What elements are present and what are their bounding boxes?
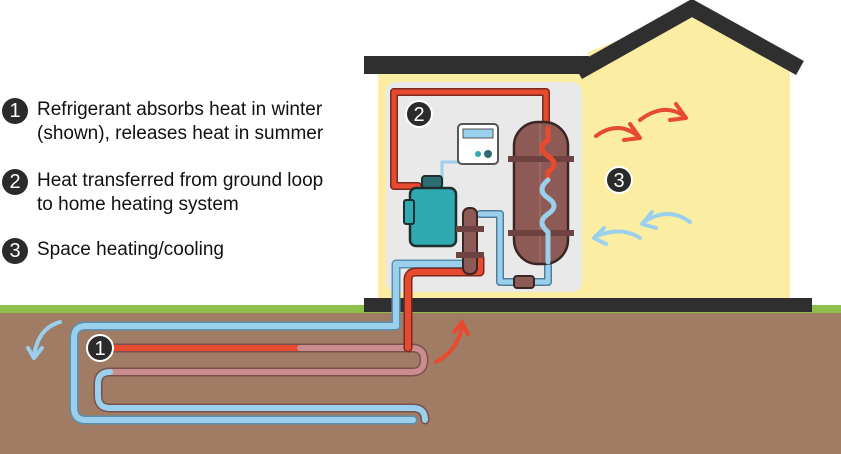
marker-ground-loop: 1 — [86, 334, 114, 362]
marker-home-space-label: 3 — [613, 170, 624, 192]
heat-exchanger — [456, 207, 484, 275]
expansion-valve — [513, 275, 535, 289]
roof-eave — [364, 56, 589, 74]
marker-heat-exchanger-label: 2 — [413, 104, 424, 126]
marker-home-space: 3 — [605, 166, 633, 194]
ground-loop-cool — [71, 261, 471, 423]
warm-air-arrow-icon — [594, 102, 688, 142]
marker-heat-exchanger: 2 — [405, 100, 433, 128]
pump-icon — [403, 175, 458, 248]
ground-loop-riser — [405, 255, 483, 351]
house-floor — [364, 298, 812, 312]
ground-loop-mixed — [107, 345, 427, 375]
ground-loop — [69, 253, 485, 425]
marker-ground-loop-label: 1 — [94, 338, 105, 360]
ground-loop-cooling — [95, 369, 428, 423]
ground-cool-arrow-icon — [26, 320, 62, 360]
tank-coil-cool — [539, 177, 557, 265]
ground-heat-arrow-icon — [434, 320, 470, 364]
hot-refrigerant — [391, 89, 549, 189]
storage-tank — [508, 120, 574, 266]
ground — [0, 312, 841, 454]
cool-air-arrow-icon — [592, 210, 692, 246]
thermostat-icon — [457, 123, 499, 165]
tank-coil-warm — [539, 125, 557, 183]
cold-refrigerant — [477, 211, 551, 285]
roof-gable — [574, 0, 804, 79]
